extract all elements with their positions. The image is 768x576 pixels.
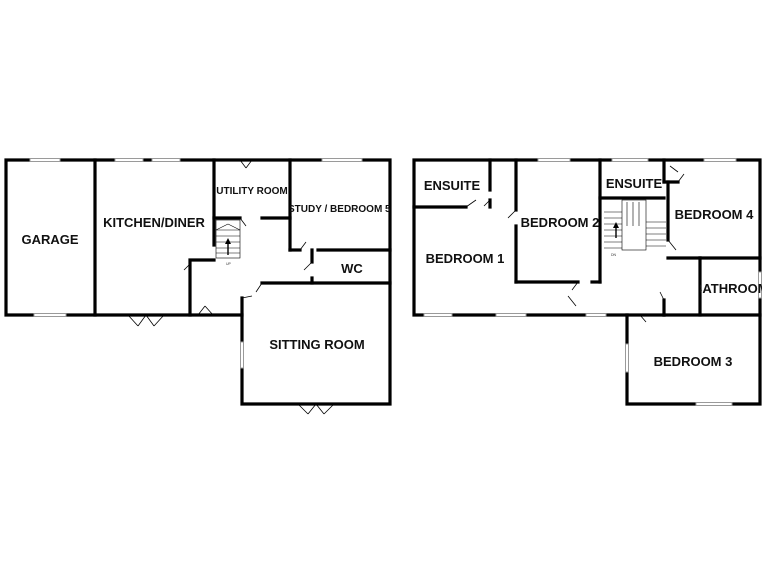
first-floor-windows: [423, 158, 762, 406]
ground-floor-windows: [29, 158, 363, 369]
first-stair-mark: DN: [611, 253, 617, 257]
ground-floor-plan: UP GARAGE KITCHEN/DINER UTILITY ROOM STU…: [4, 158, 392, 415]
first-floor-labels: ENSUITE BEDROOM 1 BEDROOM 2 ENSUITE BEDR…: [424, 176, 768, 369]
ground-floor-labels: GARAGE KITCHEN/DINER UTILITY ROOM STUDY …: [21, 186, 391, 352]
ground-stair-mark: UP: [226, 262, 232, 266]
first-floor-doors: [465, 165, 685, 323]
room-label-ensuite-1: ENSUITE: [424, 178, 481, 193]
ground-floor-stairs: UP: [215, 219, 241, 266]
room-label-wc: WC: [341, 261, 363, 276]
first-floor-plan: DN ENSUITE BEDROOM 1 BEDROOM 2 ENSUITE B…: [412, 158, 768, 406]
first-floor-walls: [412, 158, 762, 406]
room-label-kitchen-diner: KITCHEN/DINER: [103, 215, 205, 230]
ground-floor-doors: [127, 159, 335, 415]
room-label-bedroom-3: BEDROOM 3: [654, 354, 733, 369]
room-label-bedroom-1: BEDROOM 1: [426, 251, 505, 266]
room-label-bedroom-4: BEDROOM 4: [675, 207, 755, 222]
room-label-sitting-room: SITTING ROOM: [269, 337, 364, 352]
first-floor-stairs: DN: [604, 199, 666, 257]
room-label-garage: GARAGE: [21, 232, 78, 247]
room-label-utility-room: UTILITY ROOM: [216, 186, 287, 197]
ground-floor-walls: [4, 158, 392, 406]
room-label-study-bedroom5: STUDY / BEDROOM 5: [288, 204, 391, 215]
room-label-ensuite-2: ENSUITE: [606, 176, 663, 191]
room-label-bedroom-2: BEDROOM 2: [521, 215, 600, 230]
room-label-bathroom: BATHROOM: [693, 281, 768, 296]
